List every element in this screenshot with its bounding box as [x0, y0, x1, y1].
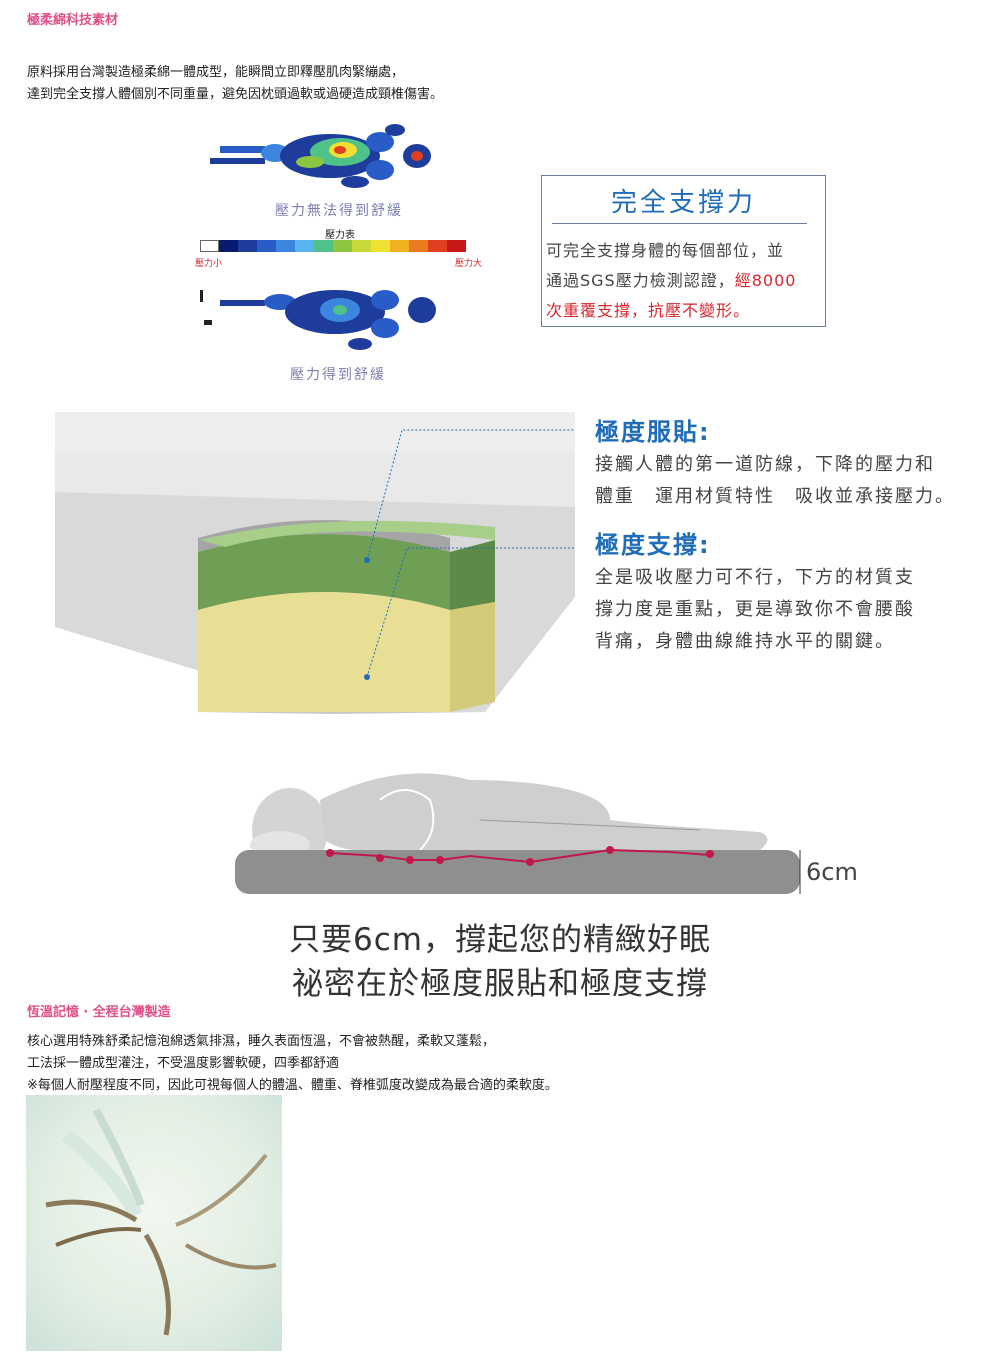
support-box-title: 完全支撐力 — [610, 188, 756, 218]
legend-swatch — [371, 240, 390, 252]
intro-line-1: 原料採用台灣製造極柔綿一體成型，能瞬間立即釋壓肌肉緊繃處， — [27, 65, 405, 80]
memory-line-2: 工法採一體成型灌注，不受溫度影響軟硬，四季都舒適 — [27, 1056, 340, 1071]
section-memory-text: 核心選用特殊舒柔記憶泡綿透氣排濕，睡久表面恆溫，不會被熱醒，柔軟又蓬鬆， 工法採… — [27, 1031, 558, 1097]
legend-swatch — [276, 240, 295, 252]
layer-bottom-line-2: 撐力度是重點，更是導致你不會腰酸 — [595, 599, 915, 620]
slogan-line-2: 祕密在於極度服貼和極度支撐 — [292, 966, 708, 1002]
memory-line-1: 核心選用特殊舒柔記憶泡綿透氣排濕，睡久表面恆溫，不會被熱醒，柔軟又蓬鬆， — [27, 1034, 496, 1049]
legend-title: 壓力表 — [325, 230, 355, 241]
support-line-2: 通過SGS壓力檢測認證， — [546, 271, 735, 290]
legend-swatch — [219, 240, 238, 252]
legend-swatch — [257, 240, 276, 252]
pressure-map-good-image — [200, 290, 436, 350]
section-heading-memory: 恆溫記憶 ‧ 全程台灣製造 — [27, 1005, 171, 1020]
caption-pressure-relieved: 壓力得到舒緩 — [290, 367, 386, 383]
support-line-3: 次重覆支撐，抗壓不變形。 — [546, 301, 751, 320]
memory-line-3: ※每個人耐壓程度不同，因此可視每個人的體溫、體重、脊椎弧度改變成為最合適的柔軟度… — [27, 1078, 558, 1093]
layer-bottom-description: 極度支撐: 全是吸收壓力可不行，下方的材質支 撐力度是重點，更是導致你不會腰酸 … — [595, 525, 965, 658]
layer-top-line-2: 體重 運用材質特性 吸收並承接壓力。 — [595, 486, 955, 507]
support-cycles-highlight: 經8000 — [734, 271, 797, 290]
slogan-line-1: 只要6cm，撐起您的精緻好眠 — [289, 922, 711, 958]
legend-high-label: 壓力大 — [455, 259, 483, 269]
support-box-text: 可完全支撐身體的每個部位，並 通過SGS壓力檢測認證，經8000 次重覆支撐，抗… — [542, 236, 825, 326]
legend-swatch — [295, 240, 314, 252]
mattress-cross-section-image — [55, 412, 575, 714]
pressure-map-bad-image — [210, 124, 431, 188]
section-heading-tech: 極柔綿科技素材 — [27, 13, 119, 28]
thickness-label: 6cm — [806, 858, 858, 886]
slogan: 只要6cm，撐起您的精緻好眠 祕密在於極度服貼和極度支撐 — [200, 918, 800, 1006]
legend-swatch — [390, 240, 409, 252]
legend-low-label: 壓力小 — [195, 259, 223, 269]
legend-swatch — [200, 240, 219, 252]
section-intro-text: 原料採用台灣製造極柔綿一體成型，能瞬間立即釋壓肌肉緊繃處， 達到完全支撐人體個別… — [27, 62, 443, 106]
legend-swatch — [238, 240, 257, 252]
layer-top-title: 極度服貼: — [595, 418, 711, 446]
layer-top-description: 極度服貼: 接觸人體的第一道防線，下降的壓力和 體重 運用材質特性 吸收並承接壓… — [595, 412, 965, 513]
support-info-box: 完全支撐力 可完全支撐身體的每個部位，並 通過SGS壓力檢測認證，經8000 次… — [541, 175, 826, 327]
legend-swatch — [314, 240, 333, 252]
legend-swatch — [352, 240, 371, 252]
caption-pressure-unrelieved: 壓力無法得到舒緩 — [275, 203, 403, 219]
pressure-legend-bar — [200, 240, 466, 252]
layer-bottom-line-1: 全是吸收壓力可不行，下方的材質支 — [595, 567, 915, 588]
legend-swatch — [428, 240, 447, 252]
legend-swatch — [409, 240, 428, 252]
legend-swatch — [447, 240, 466, 252]
layer-bottom-title: 極度支撐: — [595, 531, 711, 559]
legend-swatch — [333, 240, 352, 252]
support-box-divider — [552, 223, 807, 224]
intro-line-2: 達到完全支撐人體個別不同重量，避免因枕頭過軟或過硬造成頸椎傷害。 — [27, 87, 444, 102]
memory-foam-photo — [26, 1095, 282, 1351]
support-line-1: 可完全支撐身體的每個部位，並 — [546, 241, 785, 260]
layer-bottom-line-3: 背痛，身體曲線維持水平的關鍵。 — [595, 631, 895, 652]
sleeping-figure-image — [235, 773, 801, 894]
layer-top-line-1: 接觸人體的第一道防線，下降的壓力和 — [595, 454, 935, 475]
